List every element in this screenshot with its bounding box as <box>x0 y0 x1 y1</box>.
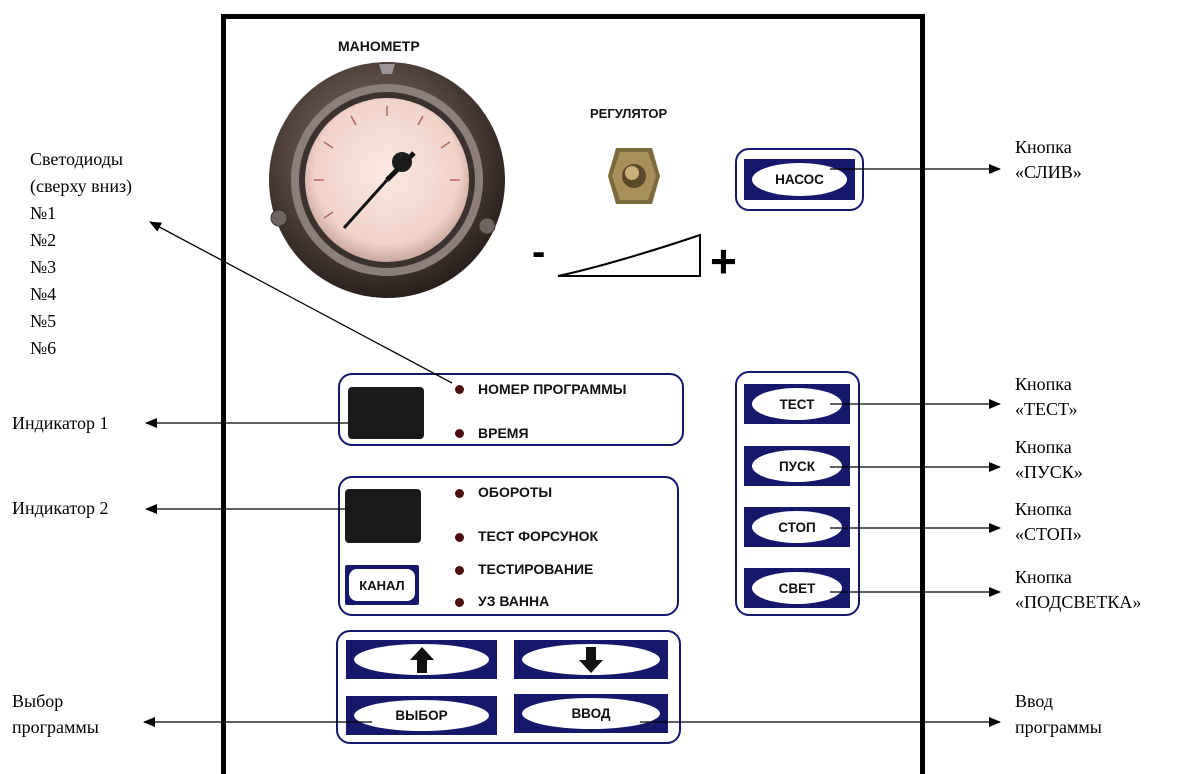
enter-button[interactable]: ВВОД <box>514 694 668 733</box>
pump-button[interactable]: НАСОС <box>744 159 855 200</box>
leds-callout-subtitle: (сверху вниз) <box>30 176 133 196</box>
channel-button[interactable]: КАНАЛ <box>345 565 419 605</box>
minus-sign: - <box>532 230 546 274</box>
backlight-callout-line-1: Кнопка <box>1015 567 1072 587</box>
arrow-up-button[interactable] <box>346 640 497 679</box>
indicator-2-display <box>345 489 421 543</box>
led-4 <box>455 533 464 542</box>
start-button-callout: Кнопка «ПУСК» <box>1015 435 1083 485</box>
backlight-callout-line-2: «ПОДСВЕТКА» <box>1015 592 1142 612</box>
led-label-ultrasonic-bath: УЗ ВАННА <box>478 593 550 609</box>
control-panel-frame <box>221 14 925 774</box>
light-button[interactable]: СВЕТ <box>744 568 850 608</box>
led-number-4: №4 <box>30 284 57 304</box>
indicator-1-callout: Индикатор 1 <box>12 413 109 433</box>
led-number-3: №3 <box>30 257 57 277</box>
led-label-testing: ТЕСТИРОВАНИЕ <box>478 561 594 577</box>
test-callout-line-2: «ТЕСТ» <box>1015 399 1078 419</box>
pressure-ramp-icon <box>557 233 701 277</box>
indicator-1-display <box>348 387 424 439</box>
start-callout-line-1: Кнопка <box>1015 437 1072 457</box>
backlight-button-callout: Кнопка «ПОДСВЕТКА» <box>1015 565 1141 615</box>
select-program-callout-line-1: Выбор <box>12 691 64 711</box>
gauge-ticks <box>314 106 460 219</box>
drain-callout-line-2: «СЛИВ» <box>1015 162 1082 182</box>
arrow-up-pill <box>354 644 489 675</box>
leds-callout: Светодиоды (сверху вниз) №1 №2 №3 №4 №5 … <box>30 146 132 362</box>
regulator-knob[interactable] <box>606 138 662 216</box>
regulator-label: РЕГУЛЯТОР <box>590 106 668 121</box>
start-button[interactable]: ПУСК <box>744 446 850 486</box>
led-label-injector-test: ТЕСТ ФОРСУНОК <box>478 528 599 544</box>
led-label-program-number: НОМЕР ПРОГРАММЫ <box>478 381 627 397</box>
arrow-down-pill <box>522 644 660 675</box>
led-6 <box>455 598 464 607</box>
arrow-down-button[interactable] <box>514 640 668 679</box>
enter-program-callout-line-1: Ввод <box>1015 691 1054 711</box>
led-1 <box>455 385 464 394</box>
channel-button-label: КАНАЛ <box>349 569 415 601</box>
manometer-gauge <box>269 62 505 298</box>
stop-button-callout: Кнопка «СТОП» <box>1015 497 1082 547</box>
select-button[interactable]: ВЫБОР <box>346 696 497 735</box>
start-callout-line-2: «ПУСК» <box>1015 462 1083 482</box>
plus-sign: + <box>710 235 737 287</box>
leds-callout-title: Светодиоды <box>30 149 124 169</box>
led-2 <box>455 429 464 438</box>
enter-button-label: ВВОД <box>522 698 660 729</box>
arrow-down-icon <box>579 646 603 673</box>
test-button-callout: Кнопка «ТЕСТ» <box>1015 372 1078 422</box>
select-program-callout: Выбор программы <box>12 688 99 740</box>
drain-callout-line-1: Кнопка <box>1015 137 1072 157</box>
manometer-label: МАНОМЕТР <box>338 38 420 54</box>
led-label-rpm: ОБОРОТЫ <box>478 484 553 500</box>
led-label-time: ВРЕМЯ <box>478 425 529 441</box>
led-3 <box>455 489 464 498</box>
stop-callout-line-1: Кнопка <box>1015 499 1072 519</box>
led-5 <box>455 566 464 575</box>
enter-program-callout-line-2: программы <box>1015 717 1102 737</box>
test-callout-line-1: Кнопка <box>1015 374 1072 394</box>
select-program-callout-line-2: программы <box>12 717 99 737</box>
drain-button-callout: Кнопка «СЛИВ» <box>1015 135 1082 185</box>
test-button-label: ТЕСТ <box>752 388 842 420</box>
start-button-label: ПУСК <box>752 450 842 482</box>
led-number-2: №2 <box>30 230 57 250</box>
light-button-label: СВЕТ <box>752 572 842 604</box>
select-button-label: ВЫБОР <box>354 700 489 731</box>
indicator-2-callout: Индикатор 2 <box>12 498 109 518</box>
arrow-up-icon <box>409 646 434 673</box>
led-number-6: №6 <box>30 338 57 358</box>
stop-button-label: СТОП <box>752 511 842 543</box>
led-number-1: №1 <box>30 203 57 223</box>
stop-button[interactable]: СТОП <box>744 507 850 547</box>
enter-program-callout: Ввод программы <box>1015 688 1102 740</box>
stop-callout-line-2: «СТОП» <box>1015 524 1082 544</box>
leds-leader-line <box>149 221 453 384</box>
led-number-5: №5 <box>30 311 57 331</box>
